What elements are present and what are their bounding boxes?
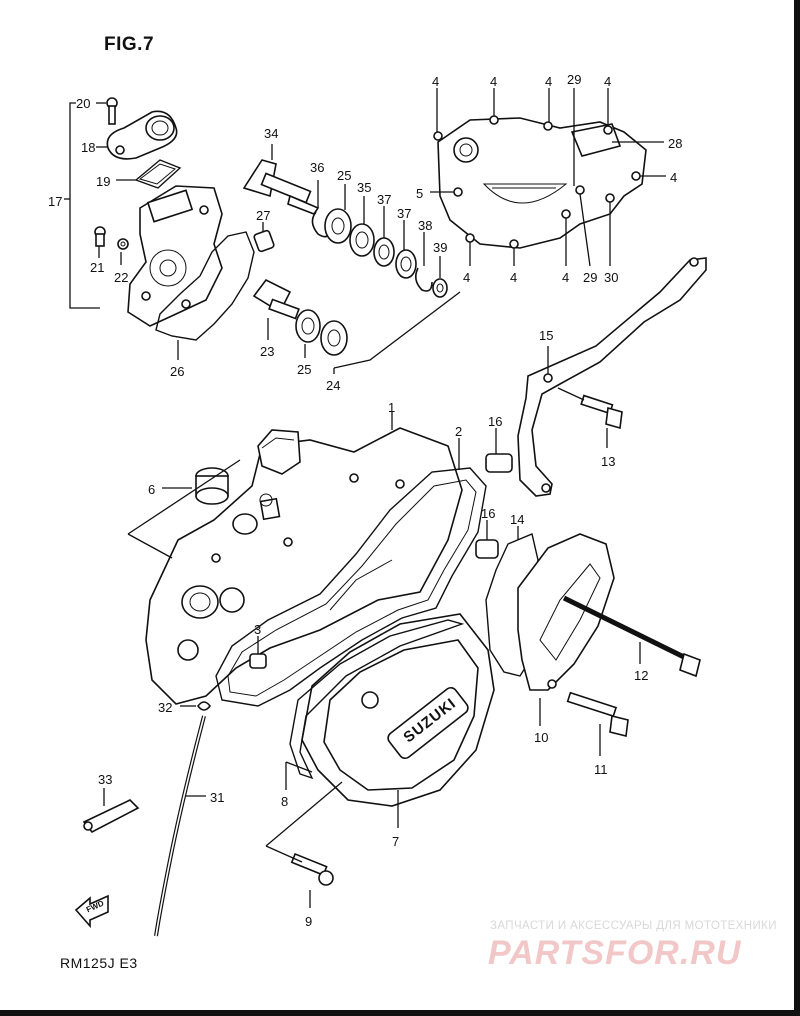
fwd-arrow-icon	[74, 894, 109, 929]
callout-4: 4	[432, 74, 440, 89]
model-code: RM125J E3	[60, 955, 138, 971]
part-38-clip	[414, 232, 433, 292]
callout-25: 25	[337, 168, 352, 183]
callout-16-2: 16	[481, 506, 496, 521]
part-32-clamp	[180, 701, 212, 711]
callout-37-2: 37	[397, 206, 412, 221]
callout-4-6: 4	[463, 270, 471, 285]
leaders-part-4	[430, 88, 666, 267]
callout-36: 36	[310, 160, 325, 175]
part-35-seal	[349, 196, 375, 257]
callout-13: 13	[601, 454, 616, 469]
part-inner-clutch-cover	[433, 115, 647, 249]
callout-4-7: 4	[510, 270, 518, 285]
part-25-bearing-upper	[324, 184, 352, 244]
leader-6-bracket	[127, 459, 241, 535]
callout-33: 33	[98, 772, 113, 787]
callout-15: 15	[539, 328, 554, 343]
callout-32: 32	[158, 700, 173, 715]
part-12-bolt	[562, 595, 701, 678]
callout-23: 23	[260, 344, 275, 359]
callout-9: 9	[305, 914, 313, 929]
part-11-bolt	[566, 691, 629, 756]
part-pump-housing	[127, 185, 223, 327]
frame-edge-right	[794, 0, 800, 1016]
part-18-pump-elbow	[96, 110, 178, 160]
watermark-tagline: ЗАПЧАСТИ И АКСЕССУАРЫ ДЛЯ МОТОТЕХНИКИ	[490, 920, 777, 932]
callout-4-4: 4	[604, 74, 612, 89]
part-20-bolt	[96, 97, 118, 125]
callout-30: 30	[604, 270, 619, 285]
callout-17: 17	[48, 194, 63, 209]
callout-16: 16	[488, 414, 503, 429]
part-3-dowel	[249, 636, 267, 669]
callout-11: 11	[594, 762, 608, 777]
callout-18: 18	[81, 140, 96, 155]
part-19-gasket	[116, 159, 182, 189]
callout-2: 2	[455, 424, 463, 439]
callout-24: 24	[326, 378, 341, 393]
callout-6: 6	[148, 482, 156, 497]
callout-14: 14	[510, 512, 525, 527]
callout-4-5: 4	[670, 170, 678, 185]
callout-31: 31	[210, 790, 225, 805]
part-16-collar-b	[475, 520, 499, 559]
callout-26: 26	[170, 364, 185, 379]
callout-21: 21	[90, 260, 105, 275]
part-1-crankcase-cover	[145, 412, 463, 705]
part-24-bracket	[333, 291, 461, 374]
part-21-bolt	[94, 226, 106, 258]
callout-39: 39	[433, 240, 448, 255]
part-26-pump-gasket	[155, 231, 255, 360]
part-31-hose	[154, 715, 206, 937]
part-13-bolt	[557, 387, 623, 448]
part-6-filler-cap	[162, 467, 229, 505]
callout-38: 38	[418, 218, 433, 233]
callout-22: 22	[114, 270, 129, 285]
callout-34: 34	[264, 126, 279, 141]
part-7-clutch-cover	[301, 613, 495, 828]
part-2-gasket	[215, 438, 487, 707]
watermark-brand: PARTSFOR.RU	[488, 934, 742, 972]
part-16-collar-a	[485, 428, 513, 473]
figure-title: FIG.7	[104, 34, 155, 55]
part-39-washer	[432, 256, 448, 298]
callout-7: 7	[392, 834, 400, 849]
callout-29: 29	[567, 72, 582, 87]
part-9-bolt	[265, 781, 343, 908]
part-37-seal-b	[395, 220, 417, 279]
part-25-bearing-lower	[295, 309, 348, 358]
callout-8: 8	[281, 794, 289, 809]
part-37-seal-a	[373, 206, 395, 267]
callout-4-2: 4	[490, 74, 498, 89]
callout-10: 10	[534, 730, 549, 745]
callout-12: 12	[634, 668, 649, 683]
leader-6-bracket-b	[127, 533, 173, 559]
part-8-gasket	[285, 619, 465, 790]
part-33-clip	[82, 788, 140, 834]
callout-35: 35	[357, 180, 372, 195]
callout-37: 37	[377, 192, 392, 207]
callout-4-8: 4	[562, 270, 570, 285]
part-34-impeller-shaft	[242, 144, 320, 215]
callout-5: 5	[416, 186, 424, 201]
callout-25-2: 25	[297, 362, 312, 377]
frame-edge-bottom	[0, 1010, 800, 1016]
part-23-impeller	[252, 278, 300, 340]
callout-4-3: 4	[545, 74, 553, 89]
callout-1: 1	[388, 400, 396, 415]
callout-29-2: 29	[583, 270, 598, 285]
callout-19: 19	[96, 174, 111, 189]
callout-27: 27	[256, 208, 271, 223]
part-15-stay	[517, 257, 707, 497]
part-10-sprocket-cover	[517, 533, 615, 726]
callout-20: 20	[76, 96, 91, 111]
group-bracket-17	[64, 102, 100, 309]
part-22-washer	[117, 238, 129, 265]
callout-3: 3	[254, 622, 262, 637]
callout-28: 28	[668, 136, 683, 151]
part-27-collar	[253, 222, 275, 253]
